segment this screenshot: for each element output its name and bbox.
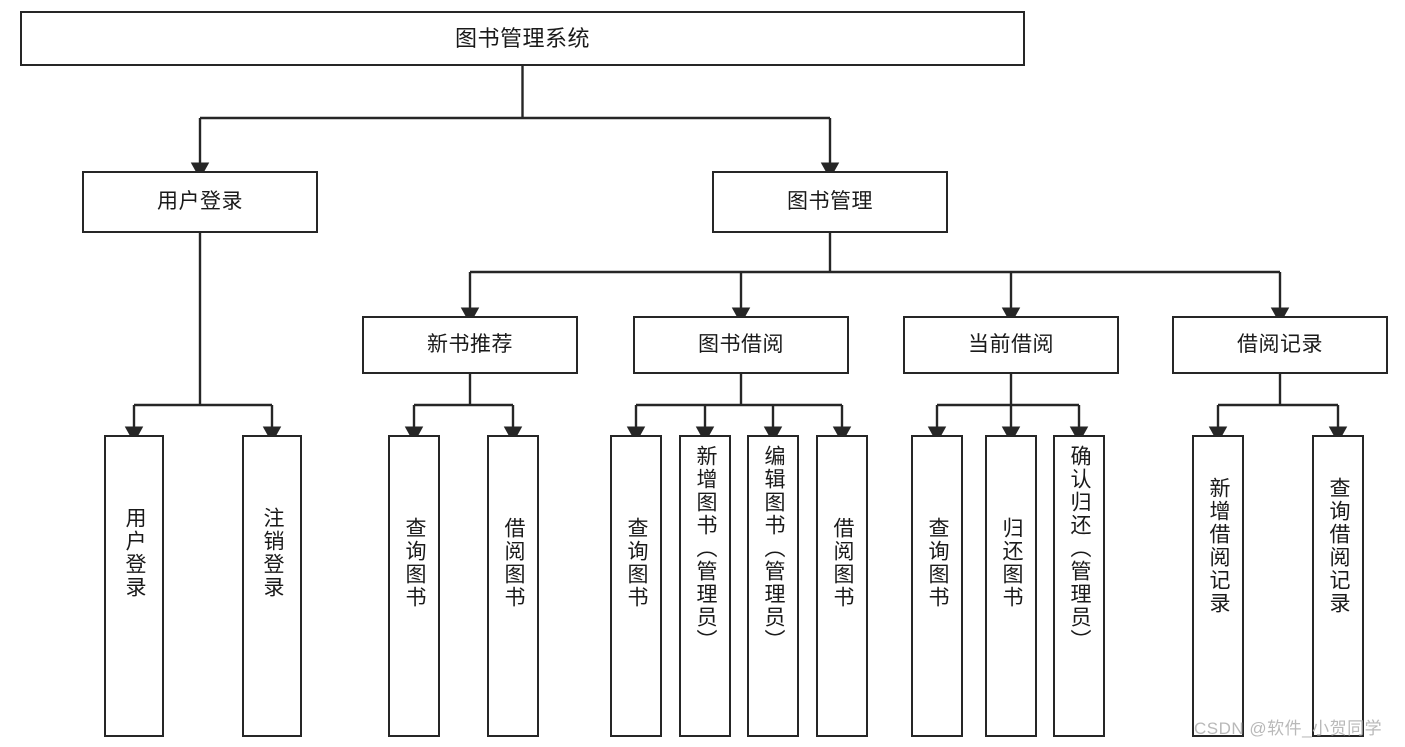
node-label: 查询图书 [926,517,950,609]
connector-lines [124,66,1348,444]
node-leaf-borrow-1[interactable]: 借阅图书 [487,435,539,737]
node-label: 用户登录 [123,507,147,599]
node-leaf-confirm[interactable]: 确认归还（管理员） [1053,435,1105,737]
node-label: 查询借阅记录 [1327,477,1351,615]
node-book-manage[interactable]: 图书管理 [712,171,948,233]
node-label: 查询图书 [625,517,649,609]
node-book-borrow[interactable]: 图书借阅 [633,316,849,374]
node-label: 新增图书（管理员） [694,445,718,652]
node-leaf-query-3[interactable]: 查询图书 [911,435,963,737]
node-leaf-borrow-2[interactable]: 借阅图书 [816,435,868,737]
node-new-book-rec[interactable]: 新书推荐 [362,316,578,374]
node-label: 编辑图书（管理员） [762,445,786,652]
node-label: 当前借阅 [968,332,1054,356]
node-leaf-query-rec[interactable]: 查询借阅记录 [1312,435,1364,737]
node-borrow-record[interactable]: 借阅记录 [1172,316,1388,374]
node-leaf-user-login[interactable]: 用户登录 [104,435,164,737]
node-leaf-query-1[interactable]: 查询图书 [388,435,440,737]
node-label: 图书管理系统 [454,25,590,51]
node-label: 借阅图书 [502,517,526,609]
node-label: 图书借阅 [698,332,784,356]
node-label: 归还图书 [1000,517,1024,609]
node-leaf-add-rec[interactable]: 新增借阅记录 [1192,435,1244,737]
node-label: 图书管理 [787,189,873,213]
node-label: 借阅图书 [831,517,855,609]
node-current-borrow[interactable]: 当前借阅 [903,316,1119,374]
node-label: 确认归还（管理员） [1068,445,1092,652]
node-label: 用户登录 [157,189,243,213]
node-leaf-logout[interactable]: 注销登录 [242,435,302,737]
node-leaf-add-book[interactable]: 新增图书（管理员） [679,435,731,737]
node-root[interactable]: 图书管理系统 [20,11,1025,66]
node-leaf-edit-book[interactable]: 编辑图书（管理员） [747,435,799,737]
node-label: 查询图书 [403,517,427,609]
node-label: 新书推荐 [427,332,513,356]
node-user-login[interactable]: 用户登录 [82,171,318,233]
csdn-watermark: CSDN @软件_小贺同学 [1194,719,1383,738]
node-leaf-query-2[interactable]: 查询图书 [610,435,662,737]
node-label: 注销登录 [261,507,285,599]
node-label: 借阅记录 [1237,332,1323,356]
node-leaf-return[interactable]: 归还图书 [985,435,1037,737]
node-label: 新增借阅记录 [1207,477,1231,615]
